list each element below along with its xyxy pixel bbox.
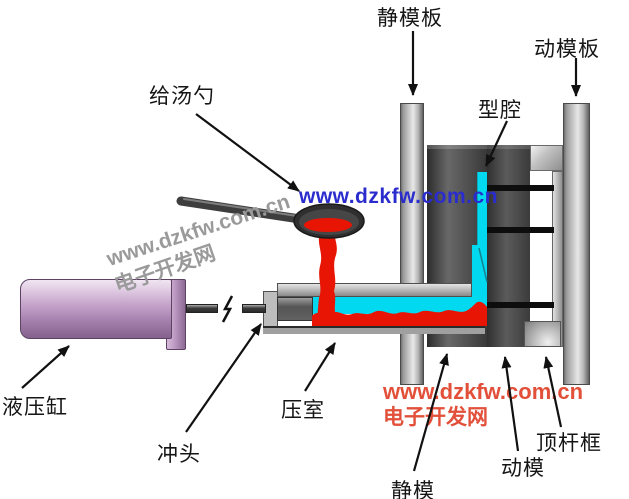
arrow-ladle xyxy=(195,113,300,192)
ladle-bowl xyxy=(293,203,365,239)
watermark-site-bottom: 电子开发网 xyxy=(383,406,488,429)
movable-mold-block xyxy=(487,145,530,347)
mold-connector-block xyxy=(530,145,563,171)
label-cavity: 型腔 xyxy=(478,99,522,122)
ejector-pin xyxy=(487,185,554,191)
shot-chamber-bottom-wall xyxy=(263,326,485,334)
piston-rod xyxy=(186,304,218,313)
label-movable-mold: 动模 xyxy=(501,457,545,480)
watermark-url-center: www.dzkfw.com.cn xyxy=(299,185,498,208)
mold-cavity xyxy=(477,172,487,252)
movable-platen-plate xyxy=(563,103,590,385)
arrow-chamber xyxy=(304,342,336,392)
ejector-pin xyxy=(487,302,554,308)
ejector-support-block xyxy=(524,321,561,347)
ejector-pin xyxy=(487,227,554,233)
ladle-bowl-inner xyxy=(299,209,359,235)
label-punch: 冲头 xyxy=(157,443,201,466)
punch-plunger xyxy=(277,297,313,321)
label-ladle: 给汤勺 xyxy=(149,85,215,108)
static-platen-plate xyxy=(400,103,424,385)
label-movable-platen: 动模板 xyxy=(534,38,600,61)
arrow-punch xyxy=(185,323,262,433)
label-shot-chamber: 压室 xyxy=(281,399,325,422)
arrow-cylinder xyxy=(21,345,70,389)
break-symbol xyxy=(221,295,234,323)
label-static-mold: 静模 xyxy=(391,480,435,499)
runner-channel xyxy=(472,245,487,311)
label-hydraulic-cylinder: 液压缸 xyxy=(2,396,68,419)
label-static-platen: 静模板 xyxy=(377,7,443,30)
molten-metal-in-ladle xyxy=(304,218,352,232)
liquid-in-chamber xyxy=(313,297,472,314)
shot-chamber-top-wall xyxy=(277,283,472,297)
label-ejector-frame: 顶杆框 xyxy=(536,432,602,455)
hydraulic-cylinder-body xyxy=(20,279,172,339)
piston-rod xyxy=(242,304,266,313)
